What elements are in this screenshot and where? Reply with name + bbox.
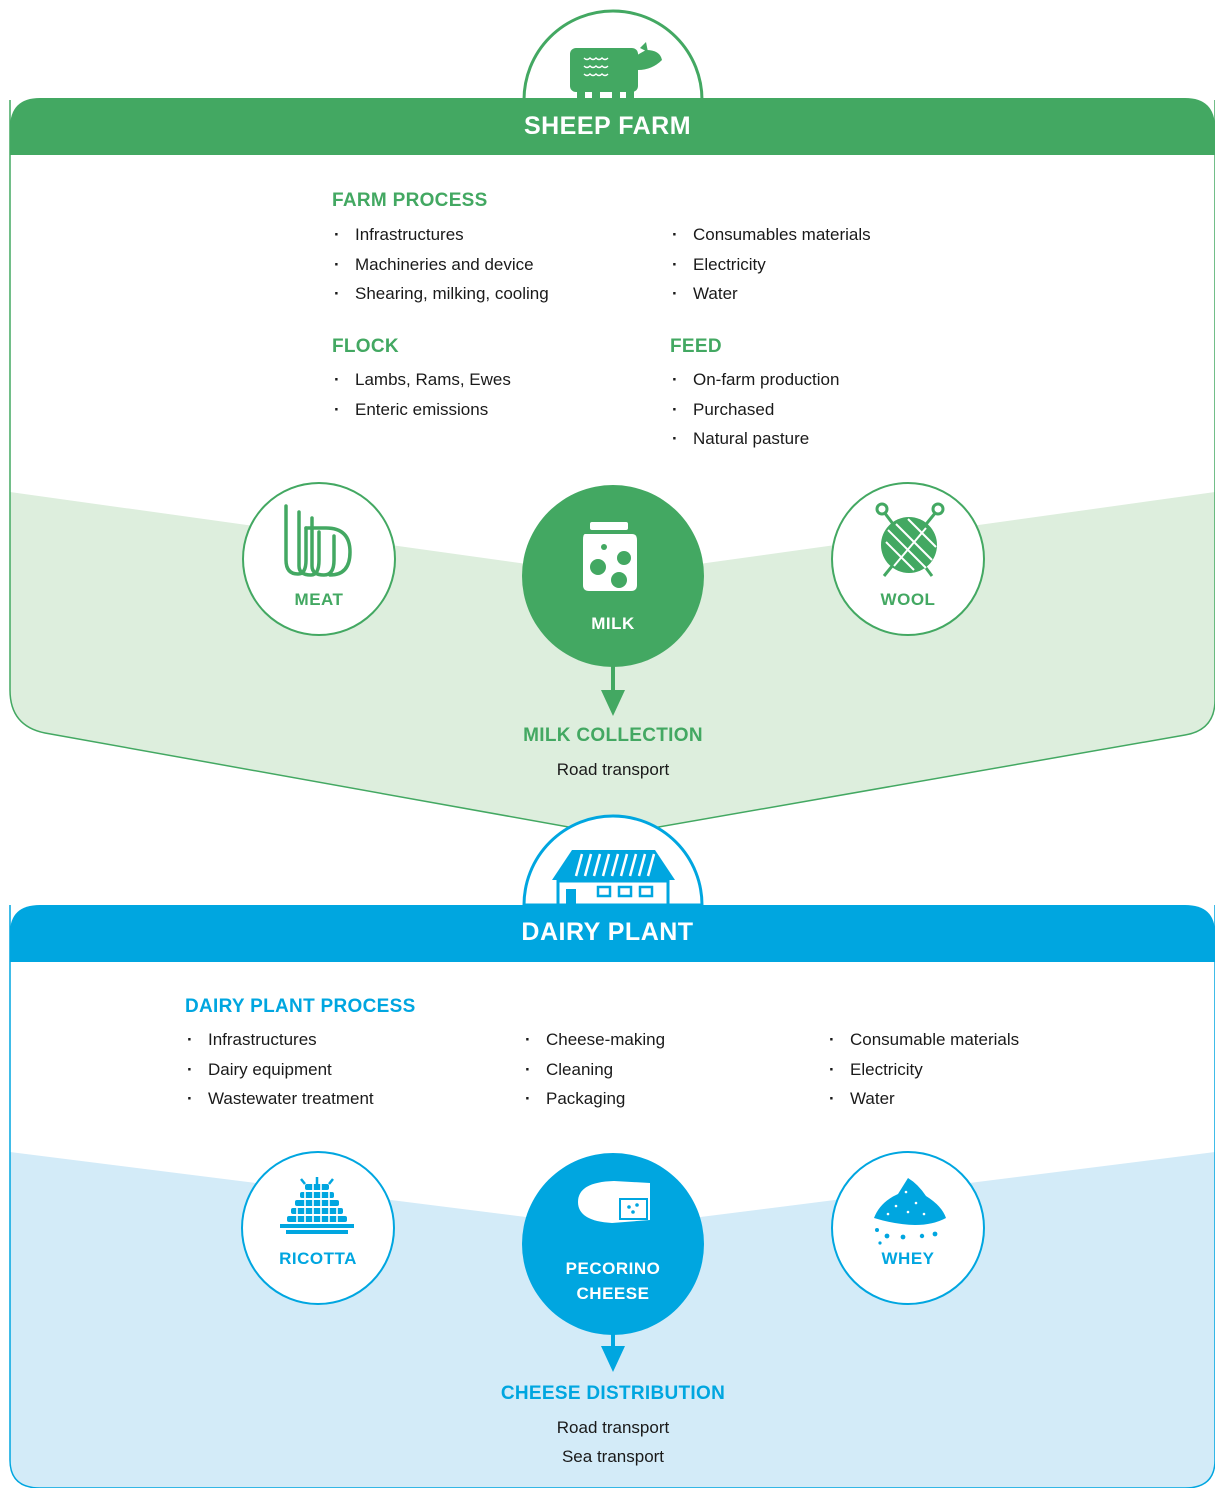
pecorino-circle xyxy=(522,1153,704,1335)
list-item: Packaging xyxy=(523,1089,665,1119)
list-item: Infrastructures xyxy=(185,1030,374,1060)
list-item: Wastewater treatment xyxy=(185,1089,374,1119)
list-item: Water xyxy=(827,1089,1019,1119)
farm-process-heading: FARM PROCESS xyxy=(332,190,488,211)
feed-list: On-farm production Purchased Natural pas… xyxy=(670,370,839,459)
dairy-process-list-col1: Infrastructures Dairy equipment Wastewat… xyxy=(185,1030,374,1119)
ricotta-icon xyxy=(280,1177,354,1234)
sheep-farm-header-bar xyxy=(10,98,1215,155)
dairy-process-list-col3: Consumable materials Electricity Water xyxy=(827,1030,1019,1119)
meat-label: MEAT xyxy=(294,590,344,609)
list-item: Consumables materials xyxy=(670,225,871,255)
pecorino-label-line2: CHEESE xyxy=(576,1284,650,1303)
list-item: Purchased xyxy=(670,400,839,430)
whey-circle xyxy=(831,1151,985,1305)
list-item: Machineries and device xyxy=(332,255,549,285)
list-item: Electricity xyxy=(670,255,871,285)
farm-process-list-left: Infrastructures Machineries and device S… xyxy=(332,225,549,314)
dairy-process-heading: DAIRY PLANT PROCESS xyxy=(185,996,416,1017)
list-item: Infrastructures xyxy=(332,225,549,255)
flock-heading: FLOCK xyxy=(332,336,399,357)
whey-powder-icon xyxy=(874,1178,946,1245)
sheep-farm-frame xyxy=(9,100,1215,836)
milk-arrow xyxy=(601,666,625,716)
dairy-process-list-col2: Cheese-making Cleaning Packaging xyxy=(523,1030,665,1119)
milk-label: MILK xyxy=(591,614,635,633)
wool-label: WOOL xyxy=(880,590,936,609)
list-item: Cheese-making xyxy=(523,1030,665,1060)
cheese-distribution-item: Sea transport xyxy=(561,1447,665,1466)
meat-icon xyxy=(284,504,352,577)
milk-collection-heading: MILK COLLECTION xyxy=(523,725,703,746)
list-item: Electricity xyxy=(827,1060,1019,1090)
milk-carton-icon xyxy=(583,522,637,591)
list-item: Lambs, Rams, Ewes xyxy=(332,370,511,400)
list-item: Natural pasture xyxy=(670,429,839,459)
list-item: Enteric emissions xyxy=(332,400,511,430)
sheep-icon xyxy=(570,42,662,100)
cheese-distribution-heading: CHEESE DISTRIBUTION xyxy=(500,1383,726,1404)
flock-list: Lambs, Rams, Ewes Enteric emissions xyxy=(332,370,511,429)
milk-collection-item: Road transport xyxy=(556,760,670,779)
list-item: On-farm production xyxy=(670,370,839,400)
ricotta-label: RICOTTA xyxy=(279,1249,357,1268)
dairy-plant-header-bar xyxy=(10,905,1215,962)
list-item: Consumable materials xyxy=(827,1030,1019,1060)
pecorino-arrow xyxy=(601,1334,625,1372)
dairy-plant-title: DAIRY PLANT xyxy=(521,918,694,946)
list-item: Water xyxy=(670,284,871,314)
farm-process-list-right: Consumables materials Electricity Water xyxy=(670,225,871,314)
list-item: Shearing, milking, cooling xyxy=(332,284,549,314)
dairy-building-icon xyxy=(552,850,675,907)
list-item: Cleaning xyxy=(523,1060,665,1090)
cheese-wheel-icon xyxy=(578,1181,650,1223)
dairy-plant-frame xyxy=(9,905,1215,1488)
list-item: Dairy equipment xyxy=(185,1060,374,1090)
sheep-farm-title: SHEEP FARM xyxy=(523,112,692,140)
pecorino-label-line1: PECORINO xyxy=(565,1259,661,1278)
whey-label: WHEY xyxy=(881,1249,935,1268)
yarn-ball-icon xyxy=(875,502,945,577)
feed-heading: FEED xyxy=(670,336,722,357)
cheese-distribution-item: Road transport xyxy=(556,1418,670,1437)
